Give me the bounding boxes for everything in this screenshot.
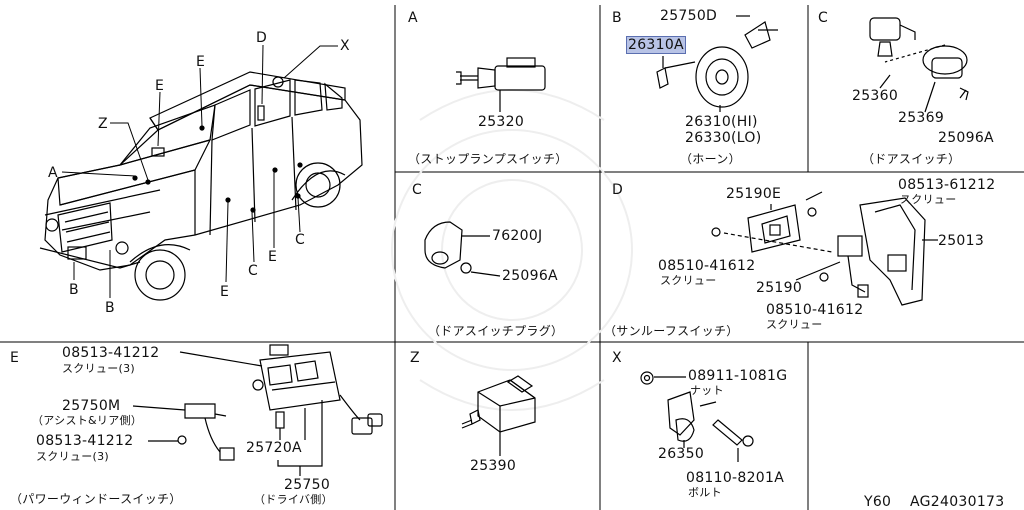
x-switch-drawing (640, 371, 754, 462)
panel-b-caption: （ホーン） (680, 152, 741, 166)
panel-c-top-letter: C (818, 10, 829, 26)
note-bolt: ボルト (688, 486, 722, 499)
z-switch-drawing (461, 375, 536, 456)
panel-b-letter: B (612, 10, 622, 26)
part-26330-lo: 26330(LO) (685, 130, 762, 146)
part-25750: 25750 (284, 477, 331, 493)
panel-e-letter: E (10, 350, 20, 366)
panel-d-letter: D (612, 182, 624, 198)
part-08510-41612-b: 08510-41612 (766, 302, 864, 318)
callout-b2: B (105, 300, 115, 316)
note-screw-3-b: スクリュー(3) (36, 450, 109, 463)
callout-e2: E (155, 78, 165, 94)
part-25360: 25360 (852, 88, 899, 104)
panel-a-caption: （ストップランプスイッチ） (408, 152, 568, 166)
panel-c-top-caption: （ドアスイッチ） (862, 152, 961, 166)
panel-c-bottom-letter: C (412, 182, 423, 198)
footer-code: AG24030173 (910, 494, 1005, 510)
part-25369: 25369 (898, 110, 945, 126)
part-25096a-top: 25096A (938, 130, 994, 146)
callout-e1: E (196, 54, 206, 70)
part-25720a: 25720A (246, 440, 302, 456)
part-08513-41212-a: 08513-41212 (62, 345, 160, 361)
callout-x: X (340, 38, 350, 54)
callout-c1: C (295, 232, 306, 248)
panel-d-caption: （サンルーフスイッチ） (604, 324, 739, 338)
note-assist-rear: （アシスト&リア側） (32, 414, 143, 427)
part-25750d: 25750D (660, 8, 718, 24)
part-26350: 26350 (658, 446, 705, 462)
callout-c2: C (248, 263, 259, 279)
panel-e-caption: （パワーウィンドースイッチ） (10, 492, 182, 506)
door-switch-plug-drawing (424, 221, 501, 277)
footer-model: Y60 (864, 494, 892, 510)
panel-a-letter: A (408, 10, 418, 26)
panel-x-letter: X (612, 350, 622, 366)
part-08110-8201a: 08110-8201A (686, 470, 785, 486)
part-08911-1081g: 08911-1081G (688, 368, 788, 384)
part-08510-41612-a: 08510-41612 (658, 258, 756, 274)
callout-z: Z (98, 116, 108, 132)
callout-e3: E (268, 249, 278, 265)
part-26310-hi: 26310(HI) (685, 114, 758, 130)
part-25096a-bottom: 25096A (502, 268, 558, 284)
sunroof-switch-drawing (711, 191, 938, 306)
callout-b1: B (69, 282, 79, 298)
callout-d: D (256, 30, 268, 46)
part-25750m: 25750M (62, 398, 121, 414)
watermark (391, 89, 633, 411)
part-08513-61212: 08513-61212 (898, 177, 996, 193)
vehicle-drawing (39, 71, 363, 301)
note-screw-2: スクリュー (660, 274, 717, 287)
door-switch-drawing (869, 17, 969, 113)
power-window-switch-drawing (132, 344, 383, 476)
callout-e4: E (220, 284, 230, 300)
note-screw-3: スクリュー (766, 318, 823, 331)
callout-a: A (48, 165, 58, 181)
part-25390: 25390 (470, 458, 517, 474)
part-76200j: 76200J (492, 228, 543, 244)
stop-lamp-switch-drawing (456, 57, 546, 112)
horn-drawing (656, 15, 778, 112)
part-25190: 25190 (756, 280, 803, 296)
part-25013: 25013 (938, 233, 985, 249)
note-driver-side: （ドライバ側） (254, 493, 333, 506)
note-nut: ナット (690, 384, 724, 397)
part-26310a-highlighted[interactable]: 26310A (626, 36, 686, 54)
part-25190e: 25190E (726, 186, 782, 202)
panel-c-bottom-caption: （ドアスイッチプラグ） (428, 324, 564, 338)
panel-z-letter: Z (410, 350, 420, 366)
part-25320: 25320 (478, 114, 525, 130)
part-08513-41212-b: 08513-41212 (36, 433, 134, 449)
note-screw-1: スクリュー (900, 193, 957, 206)
note-screw-3-a: スクリュー(3) (62, 362, 135, 375)
